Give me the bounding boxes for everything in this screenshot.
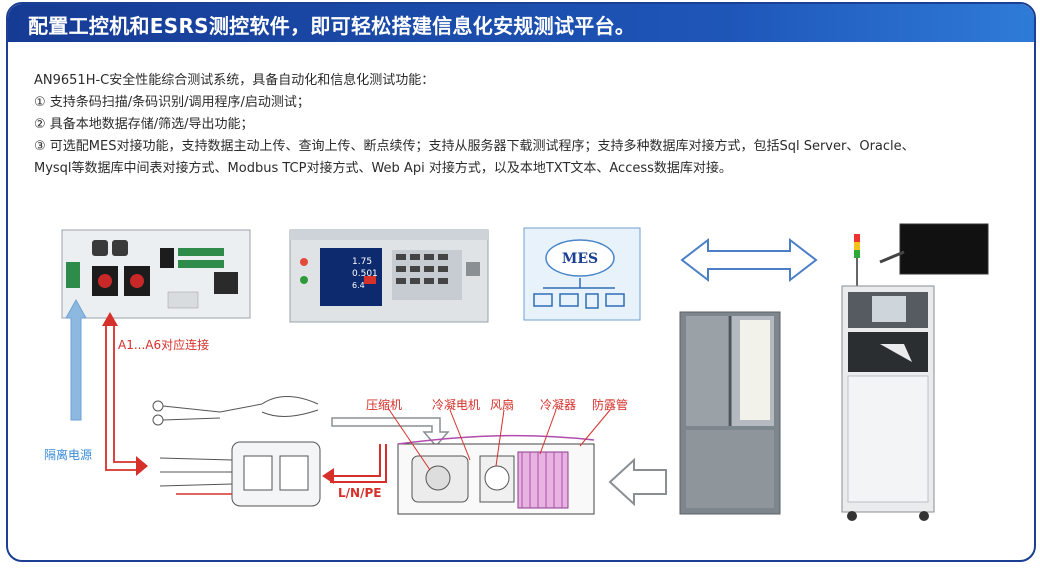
red-arrow-right-icon: [136, 456, 148, 476]
intro-line-4: ③ 可选配MES对接功能，支持数据主动上传、查询上传、断点续传；支持从服务器下载…: [34, 139, 915, 154]
refrigerator-image: [679, 311, 781, 515]
tester-rear-panel: [61, 229, 251, 319]
a1-a6-label: A1...A6对应连接: [118, 338, 210, 352]
intro-line-2: ① 支持条码扫描/条码识别/调用程序/启动测试；: [34, 95, 310, 110]
condenser-label: 冷凝器: [540, 398, 577, 412]
a1-a6-connection-line: [105, 322, 140, 471]
intro-line-3: ② 具备本地数据存储/筛选/导出功能；: [34, 117, 254, 132]
anti-condensation-pipe-label: 防露管: [592, 398, 629, 412]
test-cabinet: [841, 223, 989, 521]
left-arrow-icon: [608, 457, 667, 507]
mes-cloud-box: MES: [523, 227, 641, 321]
compressor-label: 压缩机: [366, 398, 403, 412]
isolation-power-label: 隔离电源: [44, 448, 93, 462]
lnpe-label: L/N/PE: [338, 486, 382, 500]
tester-front-panel: 1.75 0.501 6.4: [289, 229, 489, 323]
isolation-power-arrow-icon: [65, 298, 87, 421]
fan-label: 风扇: [490, 398, 515, 412]
page-title: 配置工控机和ESRS测控软件，即可轻松搭建信息化安规测试平台。: [28, 14, 636, 38]
condenser-motor-label: 冷凝电机: [432, 398, 481, 412]
header-bar: 配置工控机和ESRS测控软件，即可轻松搭建信息化安规测试平台。: [8, 4, 1034, 42]
component-leader-lines: [387, 407, 611, 471]
intro-line-1: AN9651H-C安全性能综合测试系统，具备自动化和信息化测试功能：: [34, 73, 435, 88]
mes-label: MES: [562, 251, 598, 267]
screen-value-1: 1.75: [352, 257, 372, 267]
red-arrow-up-icon: [102, 312, 118, 326]
screen-value-2: 0.501: [352, 269, 378, 279]
junction-box: [159, 441, 321, 507]
lnpe-arrow: [322, 444, 387, 484]
probe-cable-drawing: [152, 396, 319, 426]
intro-line-5: Mysql等数据库中间表对接方式、Modbus TCP对接方式、Web Api …: [34, 161, 732, 176]
gray-path-arrow-icon: [331, 417, 450, 448]
intro-text: AN9651H-C安全性能综合测试系统，具备自动化和信息化测试功能： ① 支持条…: [34, 70, 1034, 180]
fridge-schematic: [397, 434, 595, 515]
screen-value-3: 6.4: [352, 281, 365, 290]
double-arrow-icon: [680, 237, 818, 283]
